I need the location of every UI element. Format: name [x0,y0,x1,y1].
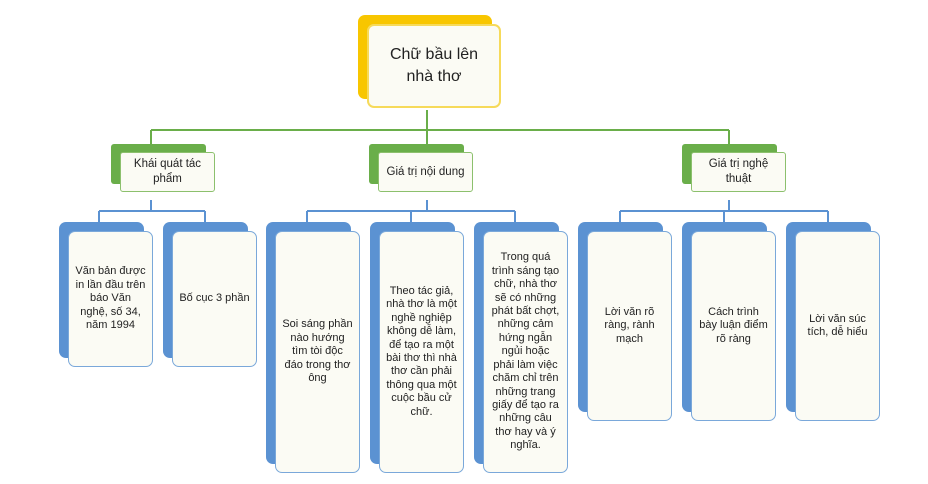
branch-label: Giá trị nghệ thuật [708,158,769,185]
leaf-box: Lời văn súc tích, dễ hiểu [795,231,880,421]
leaf-box: Theo tác giả, nhà thơ là một nghề nghiệp… [379,231,464,473]
leaf-text: Lời văn súc tích, dễ hiểu [807,312,868,338]
leaf-text: Bố cục 3 phần [179,292,250,305]
leaf-text: Cách trình bày luận điểm rõ ràng [699,305,768,345]
branch-content-box: Giá trị nội dung [378,152,473,192]
leaf-box: Bố cục 3 phần [172,231,257,367]
branch-art-box: Giá trị nghệ thuật [691,152,786,192]
leaf-box: Soi sáng phần nào hướng tìm tòi độc đáo … [275,231,360,473]
leaf-box: Lời văn rõ ràng, rành mạch [587,231,672,421]
branch-label: Khái quát tác phẩm [133,158,202,185]
root-node-box: Chữ bầu lên nhà thơ [367,24,501,108]
leaf-box: Cách trình bày luận điểm rõ ràng [691,231,776,421]
root-label: Chữ bầu lên nhà thơ [389,46,479,85]
leaf-text: Soi sáng phần nào hướng tìm tòi độc đáo … [282,318,353,385]
branch-label: Giá trị nội dung [386,165,465,178]
leaf-text: Theo tác giả, nhà thơ là một nghề nghiệp… [386,284,457,418]
leaf-box: Văn bản được in lần đầu trên báo Văn ngh… [68,231,153,367]
leaf-box: Trong quá trình sáng tạo chữ, nhà thơ sẽ… [483,231,568,473]
leaf-text: Văn bản được in lần đầu trên báo Văn ngh… [75,265,146,332]
leaf-text: Trong quá trình sáng tạo chữ, nhà thơ sẽ… [491,251,560,452]
leaf-text: Lời văn rõ ràng, rành mạch [604,305,655,345]
branch-overview-box: Khái quát tác phẩm [120,152,215,192]
